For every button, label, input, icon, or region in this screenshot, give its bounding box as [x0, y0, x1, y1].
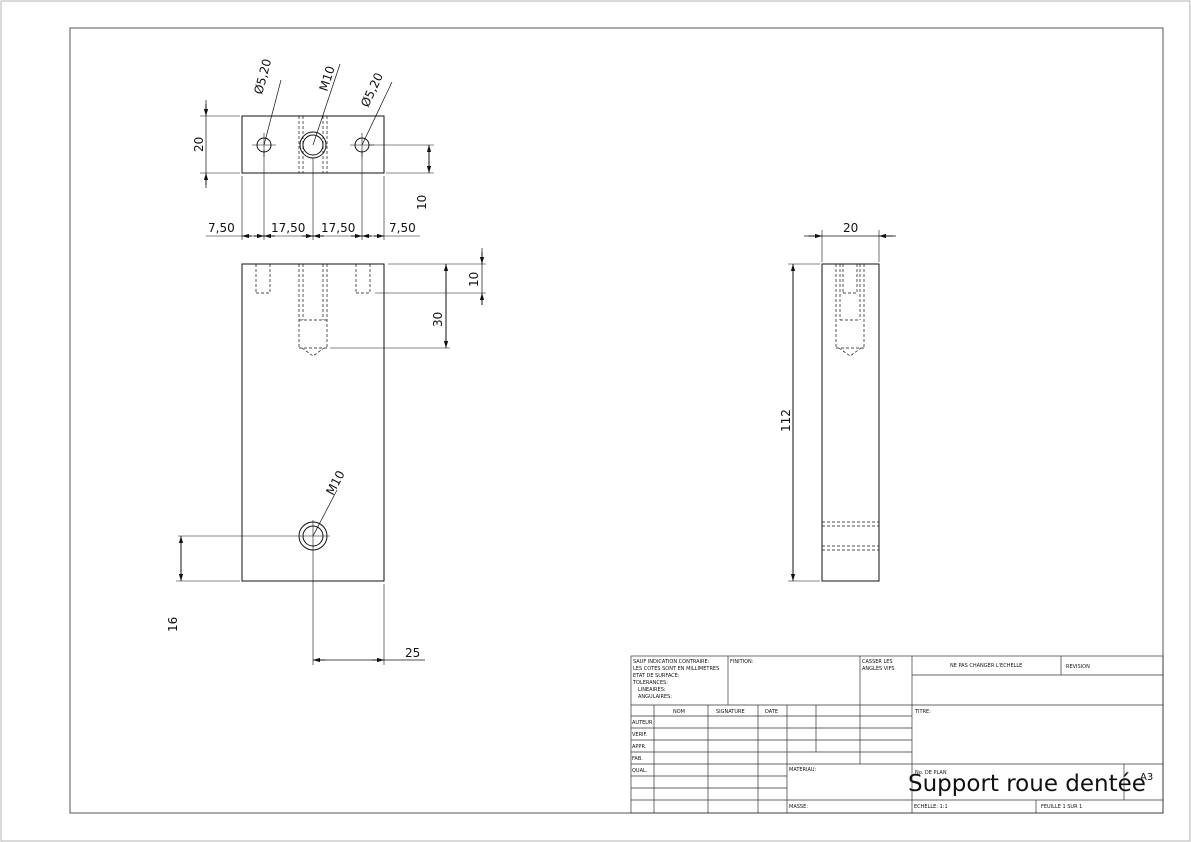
side-view-outline	[821, 263, 880, 582]
tb-role-qual: QUAL.	[632, 768, 648, 774]
tb-scale-notice: NE PAS CHANGER L'ECHELLE	[950, 663, 1022, 669]
tb-header-signature: SIGNATURE	[716, 709, 745, 715]
tb-note-6: ANGULAIRES:	[638, 694, 672, 700]
tb-finition-label: FINITION:	[730, 659, 754, 665]
tb-role-appr: APPR.	[632, 744, 647, 750]
tb-materiau-label: MATERIAU:	[789, 767, 817, 773]
top-view-labels: Ø5,20 M10 Ø5,20 20 10 7,50 17,50 17,50 7…	[192, 57, 429, 235]
tb-role-auteur: AUTEUR	[632, 720, 653, 726]
front-view	[176, 248, 486, 665]
tb-casser-label-1: CASSER LES	[862, 659, 893, 665]
tb-role-fab: FAB.	[632, 756, 643, 762]
front-view-labels: 10 30 M10 16 25	[166, 272, 481, 660]
title-block-text: SAUF INDICATION CONTRAIRE: LES COTES SON…	[632, 659, 1153, 810]
tb-titre-label: TITRE:	[914, 709, 931, 715]
top-view-dim-left-center: 17,50	[271, 221, 305, 235]
front-view-deep-depth-dim: 30	[431, 312, 445, 327]
tb-note-4: TOLERANCES:	[632, 680, 668, 686]
front-view-bottom-offset-dim: 16	[166, 617, 180, 632]
top-view-dim-right-center: 17,50	[321, 221, 355, 235]
tb-note-3: ETAT DE SURFACE:	[633, 673, 680, 679]
side-view-labels: 20 112	[779, 221, 858, 432]
tb-role-verif: VERIF.	[632, 732, 648, 738]
top-view-dim-right-edge: 7,50	[389, 221, 416, 235]
tb-drawing-title: Support roue dentée	[908, 771, 1146, 797]
top-view-height-dim: 20	[192, 137, 206, 152]
tb-revision-label: REVISION	[1066, 664, 1090, 670]
side-view-width-dim: 20	[843, 221, 858, 235]
tb-no-plan-label: No. DE PLAN	[915, 770, 947, 776]
tb-masse-label: MASSE:	[789, 804, 808, 810]
tb-casser-label-2: ANGLES VIFS	[862, 666, 895, 672]
tb-note-1: SAUF INDICATION CONTRAIRE:	[633, 659, 710, 665]
top-view-center-thread-label: M10	[317, 64, 338, 93]
drawing-frame	[69, 27, 1164, 814]
tb-header-nom: NOM	[673, 709, 685, 715]
tb-sheet-size: A3	[1140, 772, 1153, 783]
tb-echelle-label: ECHELLE: 1:1	[914, 804, 948, 810]
tb-note-5: LINEAIRES:	[638, 687, 666, 693]
top-view	[200, 63, 434, 240]
side-view-height-dim: 112	[779, 409, 793, 432]
tb-note-2: LES COTES SONT EN MILLIMETRES	[633, 666, 719, 672]
tb-header-date: DATE	[765, 709, 778, 715]
title-block	[630, 655, 1164, 814]
top-view-left-hole-label: Ø5,20	[251, 57, 274, 96]
side-view	[788, 230, 896, 582]
front-view-bottom-side-dim: 25	[405, 646, 420, 660]
front-view-shallow-depth-dim: 10	[467, 272, 481, 287]
tb-feuille-label: FEUILLE 1 SUR 1	[1041, 804, 1082, 810]
top-view-dim-left-edge: 7,50	[208, 221, 235, 235]
top-view-hole-offset-dim: 10	[415, 195, 429, 210]
front-view-bottom-thread-label: M10	[323, 468, 347, 497]
